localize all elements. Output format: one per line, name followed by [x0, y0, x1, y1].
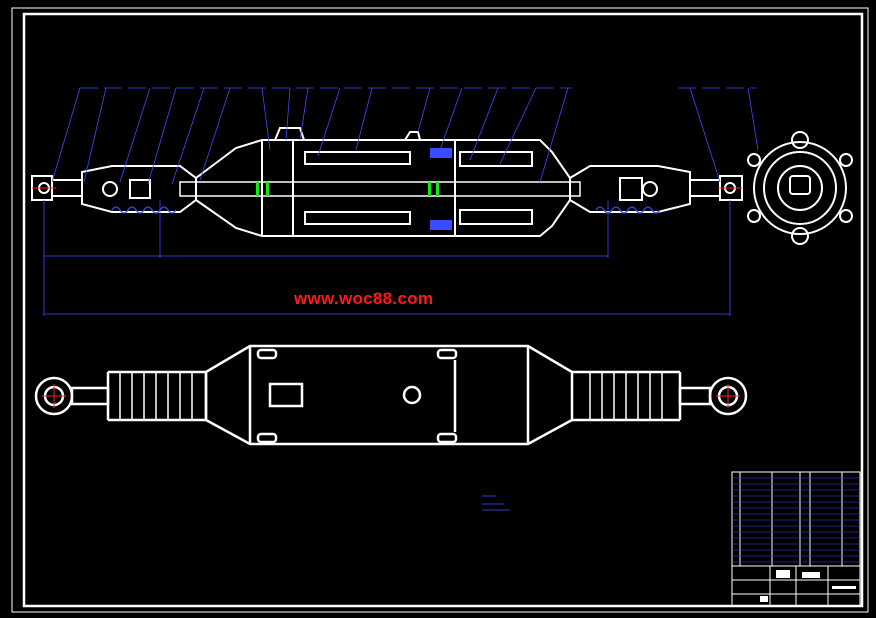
center-marks	[32, 187, 742, 408]
central-shaft	[179, 181, 581, 197]
boot-coils	[111, 206, 661, 214]
technical-notes	[482, 495, 510, 511]
dimension-lines	[43, 200, 731, 316]
title-block-rows	[732, 477, 860, 563]
sheet-outer-border	[11, 7, 869, 613]
top-body	[204, 344, 574, 446]
tube-body-lower	[195, 199, 571, 237]
title-block-fills	[760, 570, 856, 602]
watermark-url: www.woc88.com	[294, 289, 434, 308]
side-view	[747, 131, 853, 245]
piston-block	[430, 148, 452, 158]
tube-body-upper	[195, 139, 571, 179]
leader-lines	[51, 87, 759, 185]
section-view	[31, 127, 743, 237]
seal-highlights	[256, 182, 439, 196]
left-bellows	[106, 370, 208, 422]
sheet-inner-border	[22, 12, 864, 608]
top-view	[34, 344, 748, 446]
title-block	[731, 471, 861, 607]
